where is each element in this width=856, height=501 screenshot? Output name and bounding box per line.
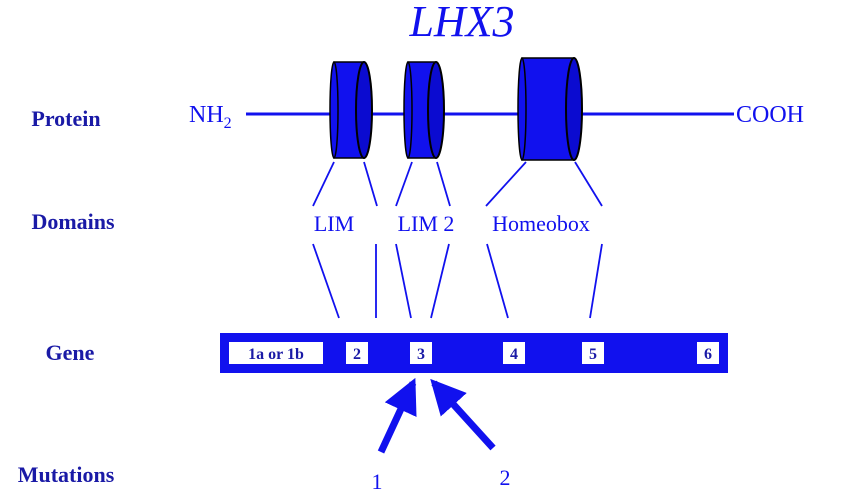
exon-5: 5 <box>582 342 604 364</box>
protein-domain-connectors <box>312 161 603 207</box>
exon-1: 1a or 1b <box>229 342 323 364</box>
mutation-arrows <box>377 377 496 454</box>
n-terminus-label: NH2 <box>189 102 232 132</box>
domain-cylinder-homeobox <box>517 57 583 161</box>
exon-label-2: 2 <box>353 346 361 363</box>
exon-label-1: 1a or 1b <box>248 346 304 363</box>
exon-3: 3 <box>410 342 432 364</box>
mutation-arrow-1 <box>377 377 417 454</box>
domain-label-lim2: LIM 2 <box>398 211 455 236</box>
row-label-mutations: Mutations <box>18 462 115 487</box>
row-label-gene: Gene <box>46 340 95 365</box>
exon-label-3: 3 <box>417 346 425 363</box>
row-label-domains: Domains <box>31 209 115 234</box>
exon-label-4: 4 <box>510 346 518 363</box>
mutation-label-2: 2 <box>500 465 511 490</box>
c-terminus-label: COOH <box>736 102 804 128</box>
gene-bar: 1a or 1b 2 3 4 5 6 <box>220 333 728 373</box>
mutation-arrow-2 <box>430 378 496 451</box>
domain-gene-connectors <box>312 243 603 319</box>
exon-label-6: 6 <box>704 346 712 363</box>
exon-label-5: 5 <box>589 346 597 363</box>
domain-label-lim1: LIM <box>314 211 354 236</box>
exon-6: 6 <box>697 342 719 364</box>
domain-cylinder-lim1 <box>329 61 373 159</box>
protein-chain: NH2 COOH <box>189 57 804 161</box>
row-label-protein: Protein <box>31 106 100 131</box>
domain-cylinder-lim2 <box>403 61 445 159</box>
exon-2: 2 <box>346 342 368 364</box>
exon-4: 4 <box>503 342 525 364</box>
mutation-label-1: 1 <box>372 469 383 494</box>
diagram-title: LHX3 <box>408 0 514 46</box>
domain-label-homeobox: Homeobox <box>492 211 590 236</box>
